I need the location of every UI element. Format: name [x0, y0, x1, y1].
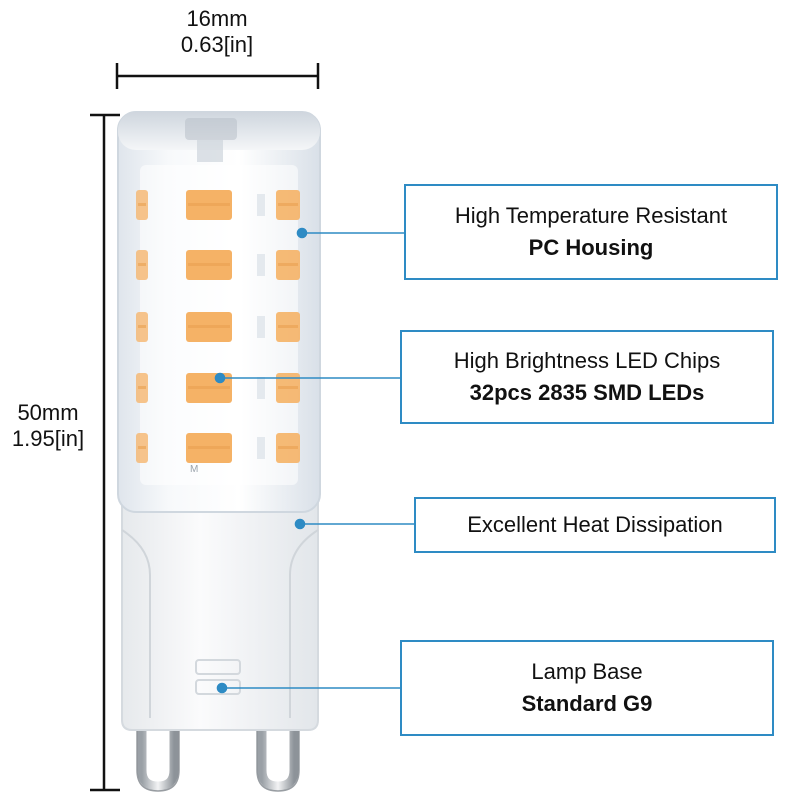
callout-heat-title: Excellent Heat Dissipation: [467, 512, 723, 537]
height-in-text: 1.95[in]: [11, 426, 85, 451]
width-dimension-label: 16mm 0.63[in]: [150, 6, 284, 58]
led-chip-mark: [278, 446, 298, 449]
callout-lamp-base: Lamp Base Standard G9: [400, 640, 774, 736]
led-chip-mark: [138, 446, 146, 449]
led-chip-mark: [278, 263, 298, 266]
led-chip-mark: [278, 386, 298, 389]
led-chip-mark: [138, 203, 146, 206]
lamp-base: [121, 495, 319, 731]
callout-pc-housing: High Temperature Resistant PC Housing: [404, 184, 778, 280]
callout-leaders: [214, 227, 414, 694]
led-chip-mark: [188, 446, 230, 449]
housing-engraving-mark: M: [190, 464, 198, 475]
led-chip-mark: [188, 325, 230, 328]
housing-rib: [257, 437, 265, 459]
led-chip-mark: [138, 325, 146, 328]
height-dimension-line: [90, 113, 120, 792]
bulb-pins: [137, 720, 299, 791]
led-chips: [136, 190, 300, 463]
height-dimension-label: 50mm 1.95[in]: [0, 400, 96, 452]
callout-base-title: Lamp Base: [531, 659, 643, 684]
callout-heat-dissipation: Excellent Heat Dissipation: [414, 497, 776, 553]
led-chip-mark: [138, 386, 146, 389]
led-chip-mark: [278, 325, 298, 328]
callout-base-detail: Standard G9: [521, 691, 653, 716]
housing-rib: [257, 377, 265, 399]
width-in-text: 0.63[in]: [180, 32, 254, 57]
callout-led-title: High Brightness LED Chips: [453, 348, 721, 373]
width-dimension-line: [115, 63, 320, 89]
callout-housing-detail: PC Housing: [528, 235, 654, 260]
led-chip-mark: [138, 263, 146, 266]
housing-rib: [257, 194, 265, 216]
led-chip-mark: [278, 203, 298, 206]
callout-led-detail: 32pcs 2835 SMD LEDs: [469, 380, 705, 405]
width-mm-text: 16mm: [186, 6, 248, 31]
housing-rib: [257, 316, 265, 338]
led-chip-mark: [188, 263, 230, 266]
callout-led-chips: High Brightness LED Chips 32pcs 2835 SMD…: [400, 330, 774, 424]
led-chip-mark: [188, 203, 230, 206]
housing-rib: [257, 254, 265, 276]
callout-housing-title: High Temperature Resistant: [454, 203, 728, 228]
led-chip-mark: [188, 386, 230, 389]
height-mm-text: 50mm: [17, 400, 79, 425]
